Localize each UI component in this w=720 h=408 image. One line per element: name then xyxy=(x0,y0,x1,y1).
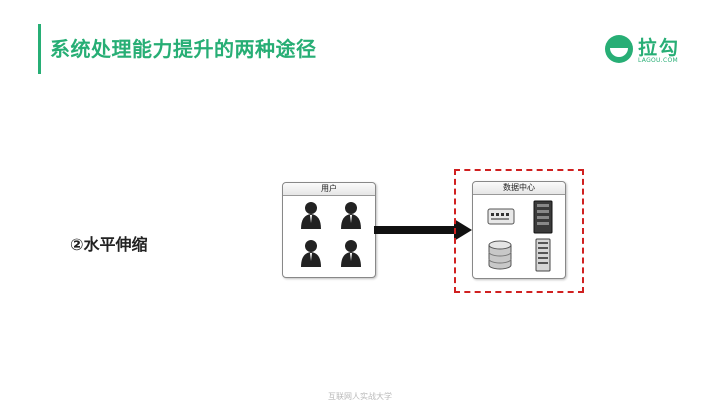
datacenter-box: 数据中心 xyxy=(472,181,566,279)
slide-title: 系统处理能力提升的两种途径 xyxy=(50,37,317,61)
lagou-logo: 拉勾 LAGOU.COM xyxy=(605,33,695,69)
person-icon xyxy=(301,202,321,229)
person-icon xyxy=(341,240,361,267)
users-box: 用户 xyxy=(282,182,376,278)
logo-mark-icon xyxy=(605,35,633,63)
database-icon xyxy=(488,240,512,270)
title-accent-bar xyxy=(38,24,41,74)
person-icon xyxy=(341,202,361,229)
person-icon xyxy=(301,240,321,267)
horizontal-scaling-label: ②水平伸缩 xyxy=(70,235,148,254)
scaling-highlight-border xyxy=(454,169,584,293)
datacenter-box-header: 数据中心 xyxy=(473,182,565,195)
server-tower-icon xyxy=(535,238,551,272)
flow-arrow xyxy=(374,219,472,241)
logo-subtext: LAGOU.COM xyxy=(638,57,678,64)
server-rack-icon xyxy=(533,200,553,234)
users-box-header: 用户 xyxy=(283,183,375,196)
logo-text: 拉勾 xyxy=(638,37,681,59)
footer-watermark: 互联网人实战大学 xyxy=(328,392,392,401)
switch-icon xyxy=(487,208,515,225)
